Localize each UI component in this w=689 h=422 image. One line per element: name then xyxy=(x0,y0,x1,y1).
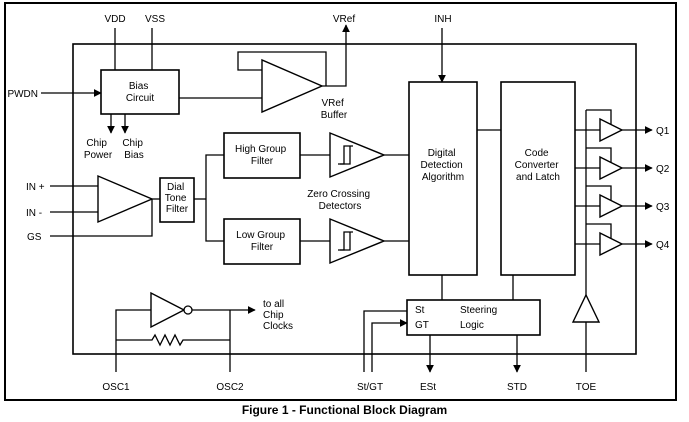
low-group-filter-label: Low Group Filter xyxy=(236,230,288,253)
q4-output-buffer xyxy=(599,231,624,257)
q3-output-buffer xyxy=(599,193,624,219)
pin-inh-label: INH xyxy=(434,14,451,25)
high-zero-crossing-detector xyxy=(329,131,386,179)
pin-vref-label: VRef xyxy=(333,14,355,25)
zero-crossing-label: Zero Crossing Detectors xyxy=(307,189,373,212)
pin-q2-label: Q2 xyxy=(656,164,670,175)
bias-circuit-label: Bias Circuit xyxy=(126,81,155,104)
high-group-filter-label: High Group Filter xyxy=(235,144,289,167)
code-converter-block xyxy=(500,81,576,276)
pin-osc2-label: OSC2 xyxy=(216,382,244,393)
pin-vss-label: VSS xyxy=(145,14,165,25)
outer-border xyxy=(4,2,677,401)
q1-output-buffer xyxy=(599,117,624,143)
pin-in-plus-label: IN + xyxy=(26,182,45,193)
digital-detection-block xyxy=(408,81,478,276)
steering-logic-label: Steering Logic xyxy=(460,305,500,331)
pin-est-label: ESt xyxy=(420,382,436,393)
pin-pwdn-label: PWDN xyxy=(7,89,38,100)
pin-q1-label: Q1 xyxy=(656,126,670,137)
dial-tone-filter-label: Dial Tone Filter xyxy=(165,182,189,215)
vref-buffer-amp xyxy=(261,58,324,114)
chip-bias-label: Chip Bias xyxy=(122,138,145,161)
gt-input-wire xyxy=(371,319,408,372)
steering-logic-block xyxy=(406,299,541,336)
q1-enable-wire xyxy=(586,109,612,124)
split-to-high-wire xyxy=(205,154,224,199)
pin-in-minus-label: IN - xyxy=(26,208,42,219)
pin-q3-label: Q3 xyxy=(656,202,670,213)
chip-power-label: Chip Power xyxy=(84,138,113,161)
chip-boundary xyxy=(72,43,637,355)
input-amplifier xyxy=(97,174,154,224)
low-zero-crossing-detector xyxy=(329,217,386,265)
feedback-resistor xyxy=(116,333,230,347)
chip-clocks-label: to all Chip Clocks xyxy=(263,299,293,332)
figure-caption: Figure 1 - Functional Block Diagram xyxy=(241,403,448,417)
pin-std-label: STD xyxy=(507,382,527,393)
pin-q4-label: Q4 xyxy=(656,240,670,251)
functional-block-diagram: VDD VSS Bias Circuit PWDN Chip Power Chi… xyxy=(4,2,677,401)
vref-buffer-label: VRef Buffer xyxy=(321,98,348,121)
pin-vdd-label: VDD xyxy=(104,14,125,25)
oscillator-inverter xyxy=(150,291,186,329)
inverter-bubble xyxy=(183,305,193,315)
q2-output-buffer xyxy=(599,155,624,181)
toe-input-buffer xyxy=(571,293,601,323)
pin-toe-label: TOE xyxy=(576,382,597,393)
pin-st-gt-label: St/GT xyxy=(357,382,383,393)
dial-tone-filter-block xyxy=(159,177,195,223)
osc1-wire xyxy=(115,309,151,372)
bias-circuit-block xyxy=(100,69,180,115)
q4-enable-wire xyxy=(586,223,612,238)
steering-gt-label: GT xyxy=(415,320,429,331)
low-group-filter-block xyxy=(223,218,301,265)
gs-wire xyxy=(50,199,153,237)
q3-enable-wire xyxy=(586,185,612,200)
steering-st-label: St xyxy=(415,305,425,316)
pin-osc1-label: OSC1 xyxy=(102,382,130,393)
vref-feedback-wire xyxy=(237,51,327,86)
q2-enable-wire xyxy=(586,147,612,162)
digital-detection-label: Digital Detection Algorithm xyxy=(420,148,465,183)
st-output-wire xyxy=(363,310,407,372)
high-hysteresis-icon-2 xyxy=(340,146,351,165)
pin-gs-label: GS xyxy=(27,232,42,243)
vref-output-wire xyxy=(322,24,350,87)
code-converter-label: Code Converter and Latch xyxy=(515,148,562,183)
split-to-low-wire xyxy=(205,199,224,242)
low-hysteresis-icon-2 xyxy=(340,232,351,251)
